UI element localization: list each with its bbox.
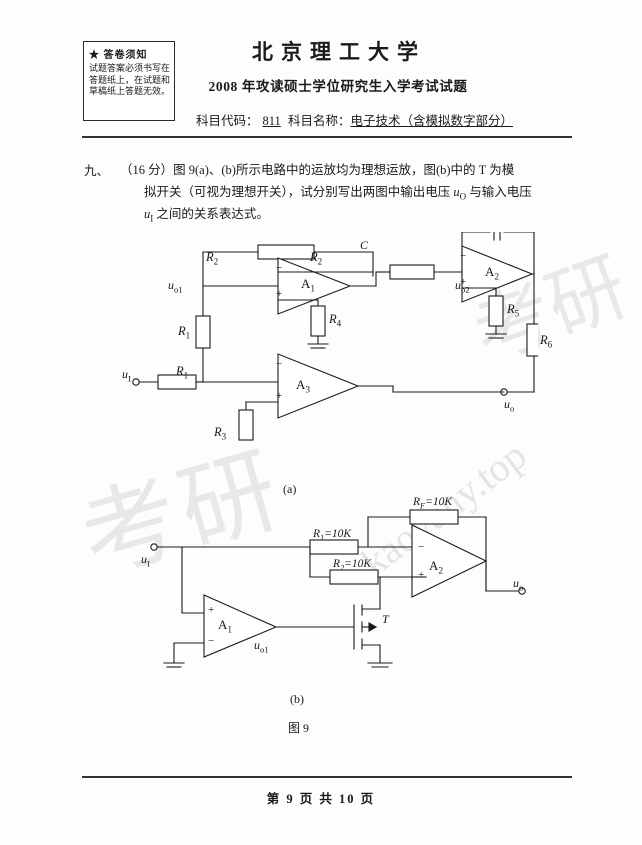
question-line-2a: 拟开关（可视为理想开关），试分别写出两图中输出电压 [144,184,454,199]
label-a-uo: uo [504,397,515,414]
figure-caption: 图 9 [288,721,310,735]
question-line-1: 图 9(a)、(b)所示电路中的运放均为理想运放，图(b)中的 T 为模 [173,163,515,177]
label-a-opamp-A3: A3 [296,377,311,396]
header-divider [82,136,572,138]
sign-b-a2-minus: − [418,541,425,553]
sign-b-a1-minus: − [208,635,215,647]
label-b-opamp-A2: A2 [429,558,444,577]
subfigure-label-b: (b) [290,692,304,706]
label-b-opamp-A1: A1 [218,617,233,636]
question-line-3: uI 之间的关系表达式。 [120,204,560,227]
sign-a3-plus: + [276,390,283,402]
question-number: 九、 [84,164,110,178]
label-b-transistor-T: T [382,612,389,626]
label-b-uo: uo [513,576,524,593]
footer-divider [82,776,572,778]
label-b-ui: uI [141,552,150,569]
label-a-opamp-A2: A2 [485,264,500,283]
subfigure-label-a: (a) [283,482,297,496]
label-a-ui: uI [122,367,131,384]
notice-body: 试题答案必须书写在答题纸上，在试题和草稿纸上答题无效。 [89,63,171,97]
subject-code-label: 科目代码： [196,114,259,128]
label-a-R1-series: R1 [176,364,189,381]
label-a-R2-series: R2 [310,250,323,267]
subject-name-label: 科目名称： [287,114,351,128]
university-title: 北京理工大学 [252,39,426,64]
circuit-diagram-a-lower [132,273,538,441]
sign-b-a2-plus: + [418,569,425,581]
label-a-R6: R6 [540,333,553,350]
sign-a2-plus: + [460,276,467,288]
symbol-ui-sub-inline: I [150,213,154,224]
circuit-diagram-b [150,509,526,668]
label-a-R5: R5 [507,302,520,319]
circuit-diagram-a [202,232,535,349]
page-footer: 第 9 页 共 10 页 [266,792,376,806]
label-b-RF: RF=10K [413,496,453,511]
label-a-uo2: uo2 [455,278,470,295]
notice-title-row: ★ 答卷须知 [89,46,170,61]
label-b-R2: R2=10K [333,558,372,573]
label-a-R3: R3 [214,425,227,442]
question-text: （16 分）图 9(a)、(b)所示电路中的运放均为理想运放，图(b)中的 T … [120,160,560,227]
subject-code-value: 811 [262,114,281,128]
symbol-ui-inline: u [144,207,151,222]
sign-a1-plus: + [276,288,283,300]
label-a-opamp-A1: A1 [301,276,316,295]
question-line-2b: 与输入电压 [466,184,532,199]
label-a-R1-vertical: R1 [178,324,191,341]
symbol-uo-inline: u [453,184,460,199]
label-a-R2-fb: R2 [206,250,219,267]
question-score: （16 分） [120,163,174,177]
subject-line: 科目代码：811 科目名称：电子技术（含模拟数字部分） [196,110,513,129]
question-line-3b: 之间的关系表达式。 [153,207,269,222]
answer-notice-box: ★ 答卷须知 试题答案必须书写在答题纸上，在试题和草稿纸上答题无效。 [83,41,175,121]
label-a-uo1: uo1 [168,278,183,295]
sign-a1-minus: − [276,262,283,274]
exam-title: 2008 年攻读硕士学位研究生入学考试试题 [208,79,468,94]
question-line-2: 拟开关（可视为理想开关），试分别写出两图中输出电压 uO 与输入电压 [120,182,560,205]
label-a-R4: R4 [329,312,342,329]
star-icon: ★ [89,50,100,61]
sign-a3-minus: − [276,358,283,370]
symbol-uo-sub-inline: O [459,191,467,201]
label-b-R1: R1=10K [313,528,352,543]
sign-a2-minus: − [460,250,467,262]
notice-title: 答卷须知 [103,50,148,61]
subject-name-value: 电子技术（含模拟数字部分） [350,114,513,128]
label-b-uo1: uo1 [254,638,269,655]
sign-b-a1-plus: + [208,604,215,616]
label-a-C: C [360,238,369,252]
